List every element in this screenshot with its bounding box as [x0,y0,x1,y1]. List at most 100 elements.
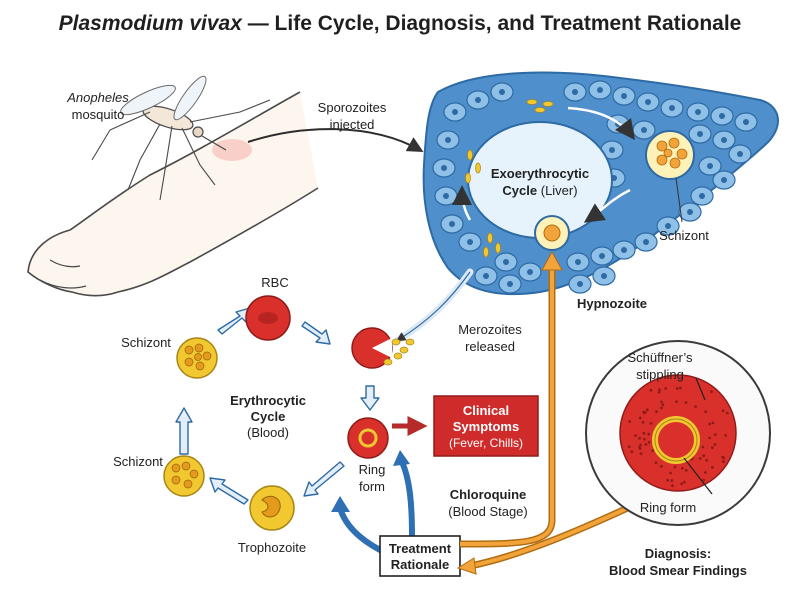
stipple-dot [661,403,665,407]
ring-form-cell [347,417,389,459]
hepatocyte-nucleus [443,193,449,199]
stipple-dot [704,410,708,414]
stipple-dot [679,386,682,390]
stipple-dot [666,478,669,482]
hepatocyte-nucleus [699,193,705,199]
clinical-label-1: Clinical [463,403,509,418]
stipple-dot [639,443,642,447]
stippling-label-2: stippling [636,367,684,382]
stipple-dot [658,388,661,391]
stipple-dot [673,465,677,469]
merozoites-label-1: Merozoites [458,322,522,337]
stipple-dot [684,468,688,472]
stipple-dot [638,416,642,420]
stipple-dot [722,460,725,463]
stipple-dot [647,432,651,436]
stipple-dot [638,436,641,440]
hepatocyte-nucleus [697,131,703,137]
clinical-label-2: Symptoms [453,419,519,434]
liver-tissue [422,71,779,296]
stipple-dot [722,456,726,460]
stipple-dot [721,409,725,413]
hepatocyte-nucleus [645,99,651,105]
hepatocyte-nucleus [483,273,489,279]
hepatocyte-nucleus [609,147,615,153]
stipple-dot [639,452,643,455]
stipple-dot [642,431,646,435]
stipple-dot [643,437,646,441]
hepatocyte-nucleus [572,89,578,95]
hepatocyte-nucleus [707,163,713,169]
schizont-top-label: Schizont [121,335,171,350]
hepatocyte-nucleus [687,209,693,215]
stipple-dot [711,466,714,469]
liver-cycle-label-2: Cycle (Liver) [502,183,577,198]
hepatocyte-nucleus [643,239,649,245]
hepatocyte-nucleus [641,127,647,133]
stipple-dot [655,410,658,414]
mosquito-illustration [91,75,271,201]
stipple-dot [708,422,712,426]
treatment-label-1: Treatment [389,541,452,556]
sporozoites-label-2: injected [330,117,375,132]
hepatocyte-nucleus [737,151,743,157]
stipple-dot [682,480,686,484]
stipple-dot [702,478,706,482]
stipple-dot [657,390,661,394]
chloroquine-arrow-left [337,507,386,555]
diagnosis-arrow [469,504,633,568]
page-title: Plasmodium vivax — Life Cycle, Diagnosis… [0,12,800,36]
erythrocytic-label-1: Erythrocytic [230,393,306,408]
liver-cycle-label-2b: (Liver) [537,183,577,198]
stipple-dot [664,387,668,390]
blood-smear-view [585,340,771,526]
merozoites-label-2: released [465,339,515,354]
liver-cycle-label-1: Exoerythrocytic [491,166,589,181]
hypnozoite-label: Hypnozoite [577,296,647,311]
stipple-dot [711,421,715,425]
stipple-dot [644,443,648,446]
stipple-dot [628,420,632,423]
hepatocyte-nucleus [527,269,533,275]
mosquito-label-1: Anopheles [66,90,129,105]
liver-sporozoites [465,99,554,258]
stipple-dot [660,465,663,468]
stipple-dot [671,484,674,487]
diagnosis-caption-1: Diagnosis: [645,546,711,561]
hepatocyte-nucleus [467,239,473,245]
stipple-dot [649,422,653,425]
ring-form-smear-label: Ring form [640,500,696,515]
sporozoite-arrow [247,128,424,152]
chloroquine-label-2: (Blood Stage) [448,504,528,519]
hepatocyte-nucleus [507,281,513,287]
stipple-dot [654,461,658,465]
schizont-bottom-label: Schizont [113,454,163,469]
trophozoite-label: Trophozoite [238,540,306,555]
infected-rbc [619,374,737,492]
stipple-dot [641,420,645,424]
stipple-dot [713,433,717,436]
chloroquine-arrow-up [399,460,415,537]
hepatocyte-nucleus [743,119,749,125]
stipple-dot [698,457,702,460]
stipple-dot [660,400,663,404]
stipple-dot [642,410,646,414]
liver-schizont-label: Schizont [659,228,709,243]
hepatocyte-nucleus [621,93,627,99]
sporozoites-label-1: Sporozoites [318,100,387,115]
title-species: Plasmodium vivax [58,12,242,35]
stipple-dot [669,471,672,475]
stipple-dot [701,445,705,449]
hepatocyte-nucleus [445,137,451,143]
stipple-dot [708,436,711,440]
clinical-symptoms-box [433,395,539,457]
rbc-label: RBC [261,275,288,290]
stipple-dot [675,400,678,403]
hepatocyte-nucleus [441,165,447,171]
hepatocyte-nucleus [721,137,727,143]
liver-cycle-label-2a: Cycle [502,183,537,198]
stipple-dot [670,479,674,482]
hepatocyte-nucleus [695,109,701,115]
ring-form-label-2: form [359,479,385,494]
